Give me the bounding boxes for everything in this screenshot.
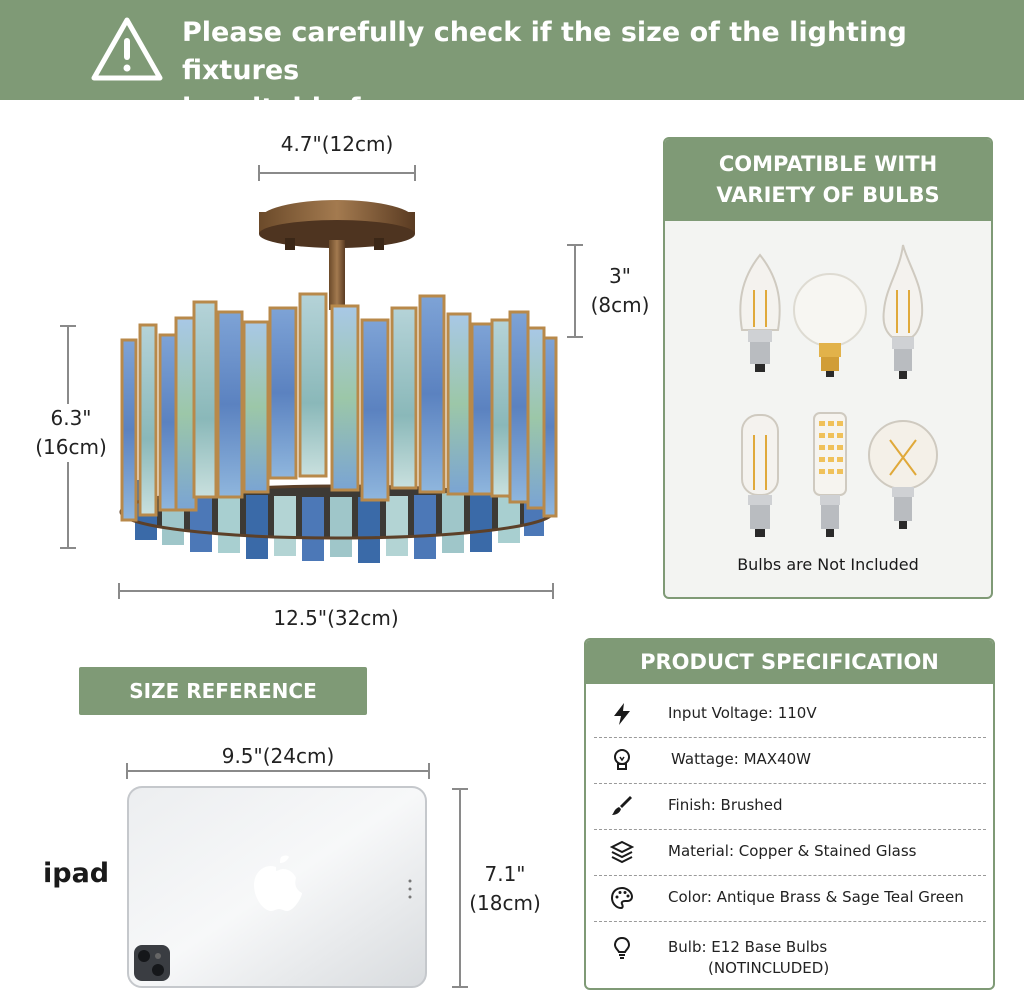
bulb-icon — [614, 749, 630, 770]
spec-wattage-text: Wattage: MAX40W — [671, 750, 811, 768]
warning-banner — [0, 0, 1024, 100]
shade-height-in: 6.3" — [50, 406, 92, 430]
spec-bulb-text: Bulb: E12 Base Bulbs — [668, 938, 828, 956]
ipad-height-cm: (18cm) — [469, 891, 541, 915]
size-reference-label: SIZE REFERENCE — [79, 667, 367, 715]
ceiling-light-fixture-image — [119, 200, 558, 563]
bulb-assortment-image — [739, 244, 938, 537]
ipad-height-label: 7.1" (18cm) — [468, 860, 542, 918]
shade-width-label: 12.5"(32cm) — [273, 606, 399, 630]
tubular-bulb-icon — [741, 414, 779, 537]
spec-row-voltage: Input Voltage: 110V — [594, 692, 986, 738]
spec-row-color: Color: Antique Brass & Sage Teal Green — [594, 876, 986, 922]
candle-bulb-icon — [739, 253, 781, 372]
banner-message: Please carefully check if the size of th… — [182, 14, 1012, 128]
bulb-outline-icon — [613, 936, 631, 959]
frosted-globe-bulb-icon — [793, 273, 867, 377]
canopy-height-label: 3" (8cm) — [585, 262, 655, 320]
shade-width-line — [118, 583, 554, 599]
warning-triangle-icon — [91, 17, 163, 81]
product-specification-panel: PRODUCT SPECIFICATION Input Voltage: 110… — [584, 638, 995, 990]
canopy-height-in: 3" — [609, 264, 631, 288]
shade-height-label: 6.3" (16cm) — [26, 404, 116, 462]
banner-line-1: Please carefully check if the size of th… — [182, 17, 907, 86]
spec-material-text: Material: Copper & Stained Glass — [668, 842, 917, 860]
spec-color-text: Color: Antique Brass & Sage Teal Green — [668, 888, 964, 906]
spec-row-finish: Finish: Brushed — [594, 784, 986, 830]
clear-globe-bulb-icon — [868, 420, 938, 529]
canopy-height-line — [567, 244, 583, 338]
shade-height-cm: (16cm) — [35, 435, 107, 459]
bulbs-title-line-2: VARIETY OF BULBS — [716, 183, 940, 207]
flame-tip-bulb-icon — [882, 244, 924, 379]
led-corn-bulb-icon — [813, 412, 847, 537]
bulbs-not-included-note: Bulbs are Not Included — [737, 555, 919, 574]
spec-row-bulb: Bulb: E12 Base Bulbs (NOTINCLUDED) — [594, 922, 986, 986]
banner-line-2: is suitable for your room — [182, 93, 559, 124]
spec-row-wattage: Wattage: MAX40W — [594, 738, 986, 784]
top-width-label: 4.7"(12cm) — [280, 132, 394, 156]
lightning-icon — [614, 703, 630, 725]
spec-finish-text: Finish: Brushed — [668, 796, 783, 814]
canopy-height-cm: (8cm) — [590, 293, 650, 317]
ipad-image — [127, 786, 427, 988]
spec-panel-header: PRODUCT SPECIFICATION — [586, 640, 993, 684]
ipad-height-line — [452, 788, 468, 988]
ipad-height-in: 7.1" — [484, 862, 526, 886]
brush-icon — [612, 796, 632, 815]
bulbs-panel-header: COMPATIBLE WITH VARIETY OF BULBS — [665, 139, 991, 221]
bulbs-title-line-1: COMPATIBLE WITH — [718, 152, 938, 176]
palette-icon — [610, 886, 634, 910]
top-width-line — [258, 165, 416, 181]
spec-voltage-text: Input Voltage: 110V — [668, 704, 817, 722]
ipad-label: ipad — [43, 858, 110, 889]
ipad-width-line — [126, 763, 430, 779]
layers-icon — [610, 840, 634, 864]
ipad-width-label: 9.5"(24cm) — [221, 744, 335, 768]
compatible-bulbs-panel: COMPATIBLE WITH VARIETY OF BULBS — [663, 137, 993, 599]
spec-bulb-note: (NOTINCLUDED) — [708, 959, 830, 977]
spec-row-material: Material: Copper & Stained Glass — [594, 830, 986, 876]
